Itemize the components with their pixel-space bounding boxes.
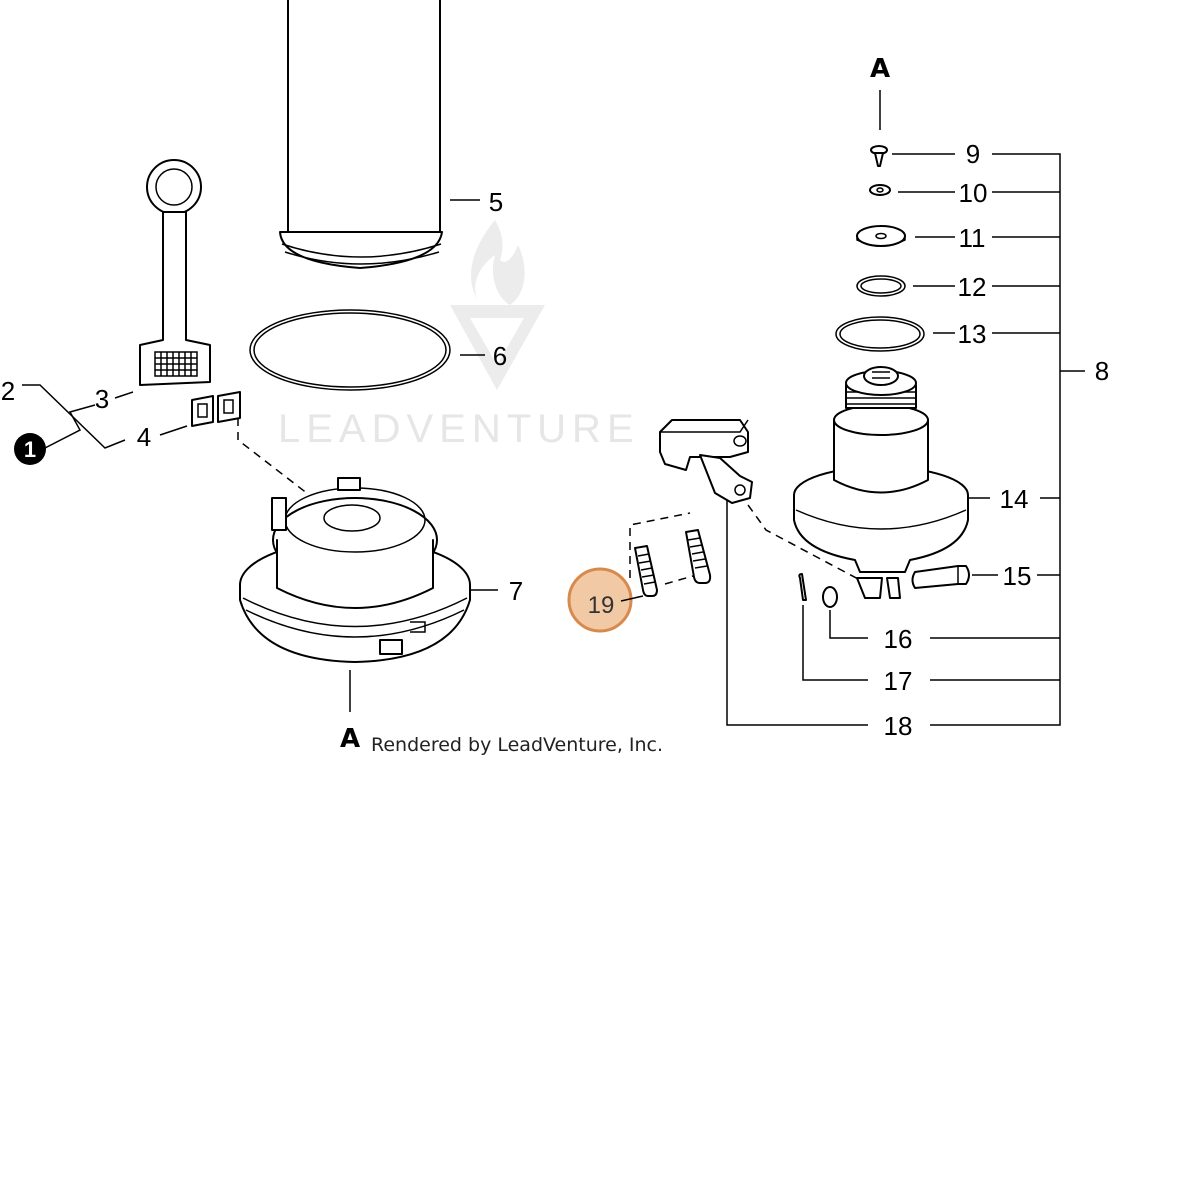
- part-4-clips: [159, 391, 241, 436]
- callout-17: 17: [884, 666, 913, 696]
- part-19-screws: 19: [567, 512, 712, 633]
- part-5-tube: [279, 0, 480, 269]
- watermark-text: LEADVENTURE: [278, 407, 640, 451]
- callout-9: 9: [966, 139, 980, 169]
- part-3-handle: [114, 159, 211, 399]
- assembly-guide-line: [237, 418, 309, 495]
- kit-8-bracket: [930, 153, 1085, 726]
- part-6-o-ring: [249, 309, 485, 391]
- callout-7: 7: [509, 576, 523, 606]
- part-18-lever: [659, 419, 868, 726]
- watermark-v-icon: [450, 305, 545, 390]
- watermark: LEADVENTURE: [278, 220, 640, 451]
- kit-badge-label: 1: [24, 437, 36, 462]
- lever-guide-line: [747, 504, 861, 581]
- part-9-screw: [870, 145, 955, 167]
- part-11-disc: [856, 225, 955, 247]
- callout-4: 4: [137, 422, 151, 452]
- callout-12: 12: [958, 272, 987, 302]
- callout-14: 14: [1000, 484, 1029, 514]
- callout-16: 16: [884, 624, 913, 654]
- callout-19: 19: [588, 592, 615, 619]
- callout-8: 8: [1095, 356, 1109, 386]
- part-14-valve-body: [793, 366, 990, 599]
- callout-10: 10: [959, 178, 988, 208]
- part-7-base: [239, 477, 498, 712]
- watermark-flame-icon: [471, 220, 525, 305]
- reference-mark-bottom: A: [340, 724, 360, 754]
- part-15-pin: [911, 565, 998, 589]
- part-16-washer: [822, 586, 868, 639]
- callout-2: 2: [1, 376, 15, 406]
- kit-bracket: 1: [14, 384, 126, 465]
- callout-5: 5: [489, 187, 503, 217]
- callout-15: 15: [1003, 561, 1032, 591]
- callout-11: 11: [959, 223, 986, 253]
- part-12-o-ring: [856, 275, 955, 297]
- callout-13: 13: [958, 319, 987, 349]
- part-17-cotter-pin: [798, 573, 868, 681]
- kit-badge: [14, 433, 46, 465]
- reference-mark-top: A: [870, 54, 890, 84]
- callout-6: 6: [493, 341, 507, 371]
- callout-18: 18: [884, 711, 913, 741]
- callout-19-highlight[interactable]: [567, 567, 633, 633]
- callout-3: 3: [95, 384, 109, 414]
- part-13-o-ring: [835, 316, 955, 352]
- credit-text: Rendered by LeadVenture, Inc.: [371, 734, 663, 756]
- part-10-washer: [869, 184, 955, 196]
